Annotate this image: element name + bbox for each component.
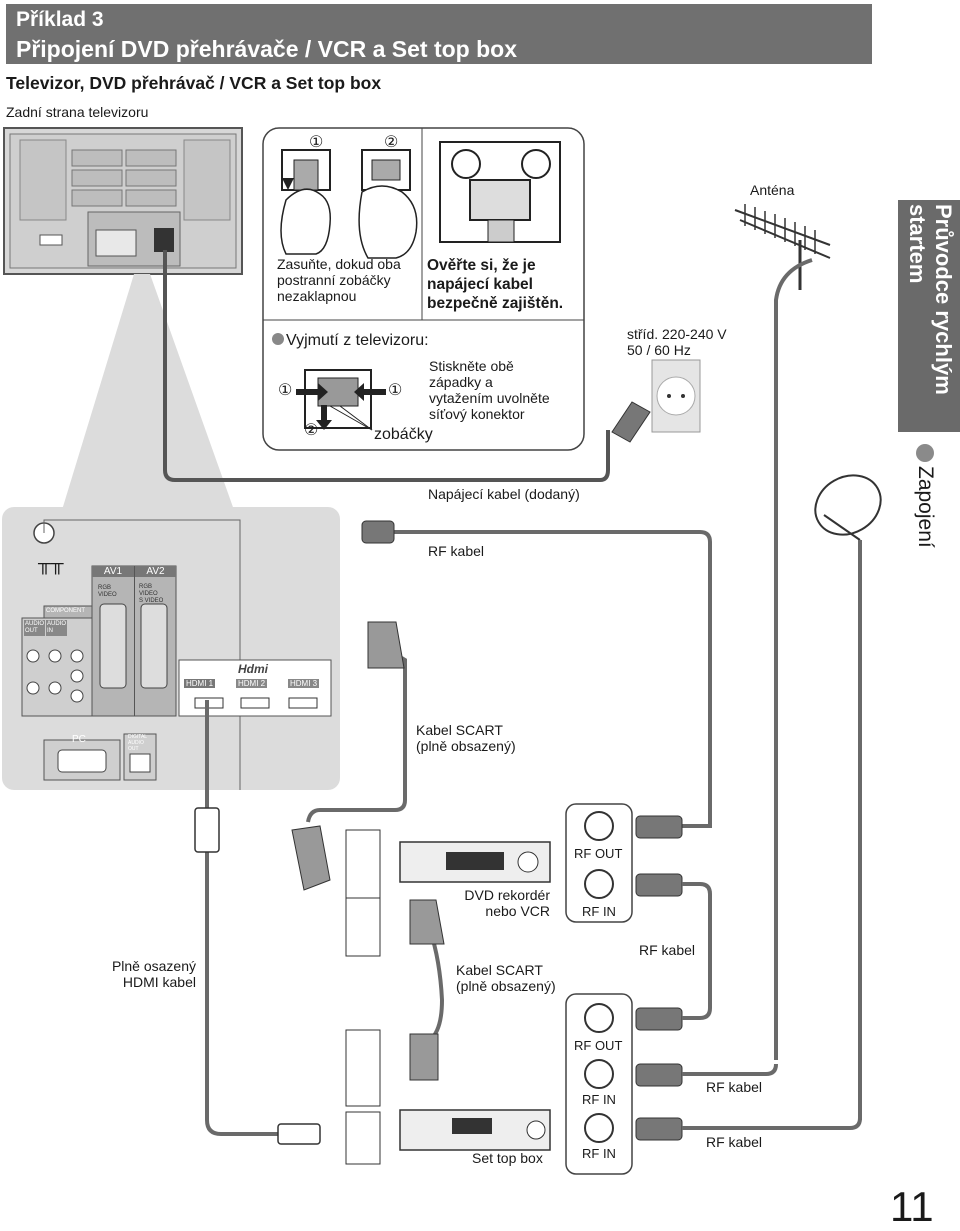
step-1-number: ① [309, 134, 324, 151]
dvd-rf-in-label: RF IN [582, 904, 616, 919]
rf-cable-tv [392, 530, 712, 828]
rf-cable-label-low-2: RF kabel [706, 1134, 763, 1150]
antenna-illustration [734, 204, 831, 1060]
rf-cable-loop [682, 882, 712, 1020]
set-top-box-illustration [345, 1029, 551, 1165]
removal-illustration [296, 369, 386, 431]
hooks-label: zobáčky [374, 426, 433, 443]
power-cable-label: Napájecí kabel (dodaný) [428, 486, 580, 502]
satellite-dish-illustration [814, 474, 882, 1120]
page-header: Příklad 3 Připojení DVD přehrávače / VCR… [6, 4, 872, 64]
bullet-icon [916, 444, 934, 462]
sidebar-tab-text: Průvodce rychlým startem [902, 204, 956, 395]
hdmi2-label: HDMI 2 [236, 679, 268, 688]
sidebar-tab: Průvodce rychlým startem [898, 200, 960, 432]
hand-illustration-2 [358, 149, 418, 259]
hdmi1-label: HDMI 1 [184, 679, 216, 688]
set-top-box-label: Set top box [472, 1150, 543, 1166]
av1-label: AV1 [92, 566, 134, 577]
hand-illustration-1 [280, 149, 332, 255]
power-cable [163, 250, 610, 482]
remove-step-left: ① [278, 382, 293, 399]
hdmi-logo: Hdmi [238, 662, 268, 676]
pc-label: PC [72, 734, 86, 745]
scart-cable-label-1: Kabel SCART(plně obsazený) [416, 722, 516, 754]
bullet-icon [272, 333, 284, 345]
sidebar-section-label: Zapojení [913, 444, 937, 548]
zoom-funnel [62, 274, 234, 510]
sidebar-line-1: Průvodce rychlým [931, 204, 956, 395]
scart-cable-1 [306, 646, 407, 823]
av2-label: AV2 [135, 566, 176, 577]
tv-back-illustration [3, 127, 243, 275]
header-title: Připojení DVD přehrávače / VCR a Set top… [16, 36, 518, 62]
power-plug [611, 359, 701, 443]
tv-back-caption: Zadní strana televizoru [6, 104, 149, 120]
antenna-terminal-icon: ╥╥ [38, 553, 64, 573]
remove-step-bottom: ② [304, 422, 319, 439]
connector-closeup [439, 141, 561, 243]
scart-cable-label-2: Kabel SCART(plně obsazený) [456, 962, 556, 994]
header-example-number: Příklad 3 [16, 8, 104, 31]
stb-rf-out-label: RF OUT [574, 1038, 623, 1053]
stb-rf-in-label-2: RF IN [582, 1146, 616, 1161]
dvd-recorder-illustration [345, 829, 551, 957]
rf-cable-label-top: RF kabel [428, 543, 485, 559]
rf-cable-label-low-1: RF kabel [706, 1079, 763, 1095]
hdmi3-label: HDMI 3 [288, 679, 320, 688]
component-label: COMPONENT [46, 608, 85, 614]
remove-title: Vyjmutí z televizoru: [272, 332, 429, 350]
scart-cable-2 [428, 929, 445, 1042]
antenna-label: Anténa [750, 182, 795, 198]
sidebar-line-2: startem [905, 204, 930, 284]
page-number: 11 [890, 1183, 934, 1230]
dvd-rf-out-label: RF OUT [574, 846, 623, 861]
rf-cable-label-mid: RF kabel [639, 942, 696, 958]
remove-step-right: ① [388, 382, 403, 399]
stb-rf-in-label-1: RF IN [582, 1092, 616, 1107]
step-2-number: ② [384, 134, 399, 151]
section-subtitle: Televizor, DVD přehrávač / VCR a Set top… [6, 73, 382, 93]
